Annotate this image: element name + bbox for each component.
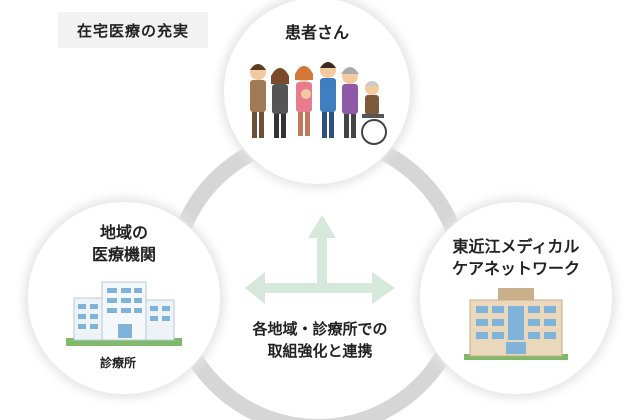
network-label-line1: 東近江メディカル — [452, 237, 580, 256]
center-caption: 各地域・診療所での 取組強化と連携 — [230, 318, 410, 362]
center-caption-line1: 各地域・診療所での — [252, 320, 388, 338]
network-label: 東近江メディカル ケアネットワーク — [420, 236, 612, 280]
center-caption-line2: 取組強化と連携 — [267, 342, 373, 360]
regional-label-line1: 地域の — [99, 223, 148, 242]
title-text: 在宅医療の充実 — [76, 21, 189, 40]
regional-label-line2: 医療機関 — [91, 245, 156, 264]
hospital-building-illustration — [464, 288, 568, 360]
title-box: 在宅医療の充実 — [58, 12, 208, 48]
regional-medical-label: 地域の 医療機関 — [28, 222, 220, 266]
clinic-building-illustration — [66, 281, 182, 346]
clinic-label: 診療所 — [100, 356, 137, 370]
network-label-line2: ケアネットワーク — [451, 259, 580, 278]
three-way-arrow — [245, 215, 395, 304]
family-illustration — [250, 62, 387, 145]
patients-label: 患者さん — [284, 23, 349, 42]
